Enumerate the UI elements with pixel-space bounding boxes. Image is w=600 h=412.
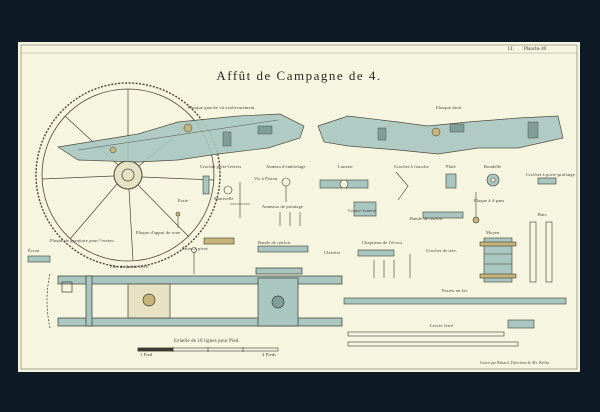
label-anneaux-pointage: Anneaux de pointage	[262, 204, 304, 209]
middle-parts	[27, 237, 411, 278]
engraver-imprint: Gravé par Benard, Direction de Mr. Belli…	[480, 361, 550, 365]
label-plaque-4-pans: Plaque à 4 pans	[474, 198, 505, 203]
label-plan-affut: Plan de l'affût ferré	[110, 264, 148, 269]
label-plaque-garniture: Plaque de garniture pour l'essieu	[50, 238, 114, 243]
label-rais: Rais	[538, 212, 547, 217]
plate-drawing	[20, 44, 578, 370]
label-lunette: Lunette	[338, 164, 353, 169]
label-crochet-porte-prolonge: Crochet à porte-prolonge	[526, 172, 575, 177]
label-essieu-fer: Essieu en fer	[442, 288, 468, 293]
label-crochet-fourche: Crochet à fourche	[394, 164, 429, 169]
label-crochet-trav: Crochet de trav.	[426, 248, 458, 253]
label-crochet-porte-leviers: Crochet porte-leviers	[200, 164, 242, 169]
engraving-plate: I.I. Planche 40 Affût de Campagne de 4. …	[18, 42, 580, 372]
scale-caption: Echelle de 18 lignes pour Pied.	[174, 339, 240, 344]
label-etrier-pivot: Étrier à pivot	[182, 246, 208, 251]
corner-mark-left: I.I.	[508, 47, 514, 52]
scale-bar	[137, 347, 279, 352]
label-chapiteau-ecrou: Chapiteau de l'écrou	[362, 240, 402, 245]
scale-right-mark: 4 Pieds	[262, 352, 277, 357]
label-vis-piston: Vis à Piston	[254, 176, 278, 181]
label-ecrou: Écrou	[28, 248, 40, 253]
carriage-plan-drawing	[46, 267, 343, 329]
label-contre-lunette: Contre-lunette	[348, 208, 377, 213]
plate-title: Affût de Campagne de 4.	[216, 68, 382, 83]
axle-lever-drawing	[343, 297, 567, 347]
label-anneau-embrelage: Anneau d'embrelage	[266, 164, 306, 169]
label-moyeu: Moyeu	[486, 230, 500, 235]
left-flasque-drawing	[57, 113, 305, 163]
label-bande-renfort-2: Bande de renfort	[258, 240, 291, 245]
hardware-parts	[175, 171, 557, 283]
label-plaque-appui-roue: Plaque d'appui de roue	[136, 230, 181, 235]
wheel-drawing	[35, 82, 221, 268]
label-rondelle: Rondelle	[484, 164, 502, 169]
hub-drawing	[479, 237, 517, 283]
right-flasque-drawing	[317, 115, 564, 155]
label-clavette: Clavette	[324, 250, 341, 255]
label-flasque-gauche: Flasque gauche vû extérieurement	[188, 105, 255, 110]
label-plate: Plate	[446, 164, 456, 169]
corner-mark-right: Planche 40	[524, 47, 547, 52]
label-levier-ferre: Levier ferré	[430, 323, 454, 328]
label-bande-renfort-1: Bande de renfort	[410, 216, 443, 221]
label-essie: Essie	[178, 198, 189, 203]
label-flasque-droit: Flasque droit	[436, 105, 462, 110]
scale-left-mark: 1 Pied	[140, 352, 153, 357]
label-manivelle: Manivelle	[214, 196, 234, 201]
